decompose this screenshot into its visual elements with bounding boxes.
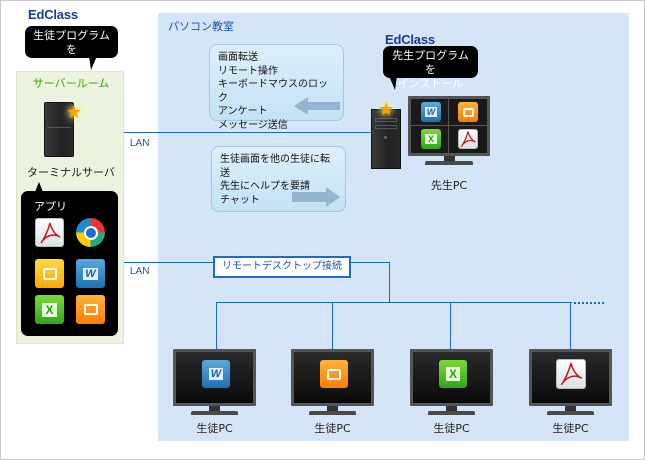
- drop-line: [450, 302, 451, 350]
- bubble-line-2: インストール: [397, 77, 464, 90]
- lan-label-top: LAN: [130, 138, 150, 149]
- drop-line: [570, 302, 571, 350]
- word-glyph: W: [424, 107, 438, 117]
- logo-text: EdClass: [28, 7, 78, 22]
- rdp-line-right: [351, 262, 390, 263]
- lan-line-bottom: [124, 262, 214, 263]
- word-icon: W: [421, 102, 441, 122]
- drop-line: [332, 302, 333, 350]
- pdf-icon: [556, 359, 586, 389]
- student-bus-line: [216, 302, 572, 303]
- bubble-line-1: 先生プログラムを: [392, 49, 469, 76]
- teacher-features-box: 画面転送 リモート操作 キーボードマウスのロック アンケート メッセージ送信: [209, 44, 344, 131]
- powerpoint-icon: [458, 102, 478, 122]
- excel-glyph: X: [445, 367, 460, 381]
- student-pc-label: 生徒PC: [314, 422, 351, 435]
- powerpoint-icon: [320, 360, 348, 388]
- student-pc-label: 生徒PC: [552, 422, 589, 435]
- student-monitor: [529, 349, 612, 419]
- arrow-right-icon: [292, 187, 340, 207]
- student-install-bubble: 生徒プログラムを インストール: [25, 26, 118, 70]
- server-room-title: サーバールーム: [32, 77, 110, 90]
- teacher-pc-label: 先生PC: [430, 179, 468, 192]
- bubble-line-2: インストール: [38, 57, 105, 70]
- student-features-box: 生徒画面を他の生徒に転送 先生にヘルプを要請 チャット: [211, 146, 346, 212]
- excel-icon: X: [439, 360, 467, 388]
- student-pc-label: 生徒PC: [196, 422, 233, 435]
- logo-text: EdClass: [385, 32, 435, 47]
- student-monitor: W: [173, 349, 256, 419]
- feature-item: チャット: [220, 194, 260, 206]
- feature-item: 先生にヘルプを要請: [220, 181, 310, 192]
- feature-item: メッセージ送信: [218, 119, 288, 131]
- student-monitor: X: [410, 349, 493, 419]
- arrow-left-icon: [294, 97, 340, 115]
- excel-glyph: X: [424, 134, 437, 144]
- more-pcs-dotted-line: [574, 302, 604, 304]
- bubble-tail: [89, 56, 97, 70]
- pc-room-title: パソコン教室: [168, 20, 234, 33]
- pdf-icon: [458, 129, 478, 149]
- word-glyph: W: [83, 267, 98, 280]
- excel-icon: X: [421, 129, 441, 149]
- feature-item: 生徒画面を他の生徒に転送: [220, 154, 330, 179]
- bubble-line-1: 生徒プログラムを: [33, 29, 110, 56]
- powerpoint-icon: [76, 295, 105, 324]
- feature-item: アンケート: [218, 106, 268, 117]
- teacher-install-bubble: 先生プログラムを インストール: [383, 46, 478, 90]
- edclass-logo-teacher: EdClass: [385, 32, 435, 47]
- terminal-server-label: ターミナルサーバ: [27, 166, 115, 179]
- excel-icon: X: [35, 295, 64, 324]
- excel-glyph: X: [42, 302, 57, 317]
- media-player-icon: [76, 218, 105, 247]
- teacher-tower-icon: [371, 109, 401, 169]
- lan-line-top: [124, 132, 371, 133]
- word-icon: W: [202, 360, 230, 388]
- drop-line: [216, 302, 217, 350]
- outlook-icon: [35, 259, 64, 288]
- pdf-icon: [35, 218, 64, 247]
- terminal-server-icon: [44, 102, 74, 157]
- word-icon: W: [76, 259, 105, 288]
- word-glyph: W: [208, 368, 224, 380]
- feature-item: リモート操作: [218, 65, 278, 77]
- rdp-line-down: [389, 262, 390, 303]
- bubble-tail: [389, 76, 397, 90]
- feature-item: 画面転送: [218, 52, 258, 63]
- student-pc-label: 生徒PC: [433, 422, 470, 435]
- apps-title: アプリ: [34, 200, 67, 213]
- apps-panel-tail: [35, 182, 43, 192]
- remote-desktop-connection-box: リモートデスクトップ接続: [213, 256, 351, 278]
- apps-panel: アプリ W X: [21, 182, 118, 336]
- teacher-monitor: W X: [408, 96, 490, 168]
- star-icon: ★: [66, 102, 83, 123]
- star-icon: ★: [378, 99, 395, 120]
- feature-item: キーボードマウスのロック: [218, 79, 328, 104]
- student-monitor: [291, 349, 374, 419]
- edclass-logo-server: EdClass: [28, 7, 78, 22]
- lan-label-bottom: LAN: [130, 266, 150, 277]
